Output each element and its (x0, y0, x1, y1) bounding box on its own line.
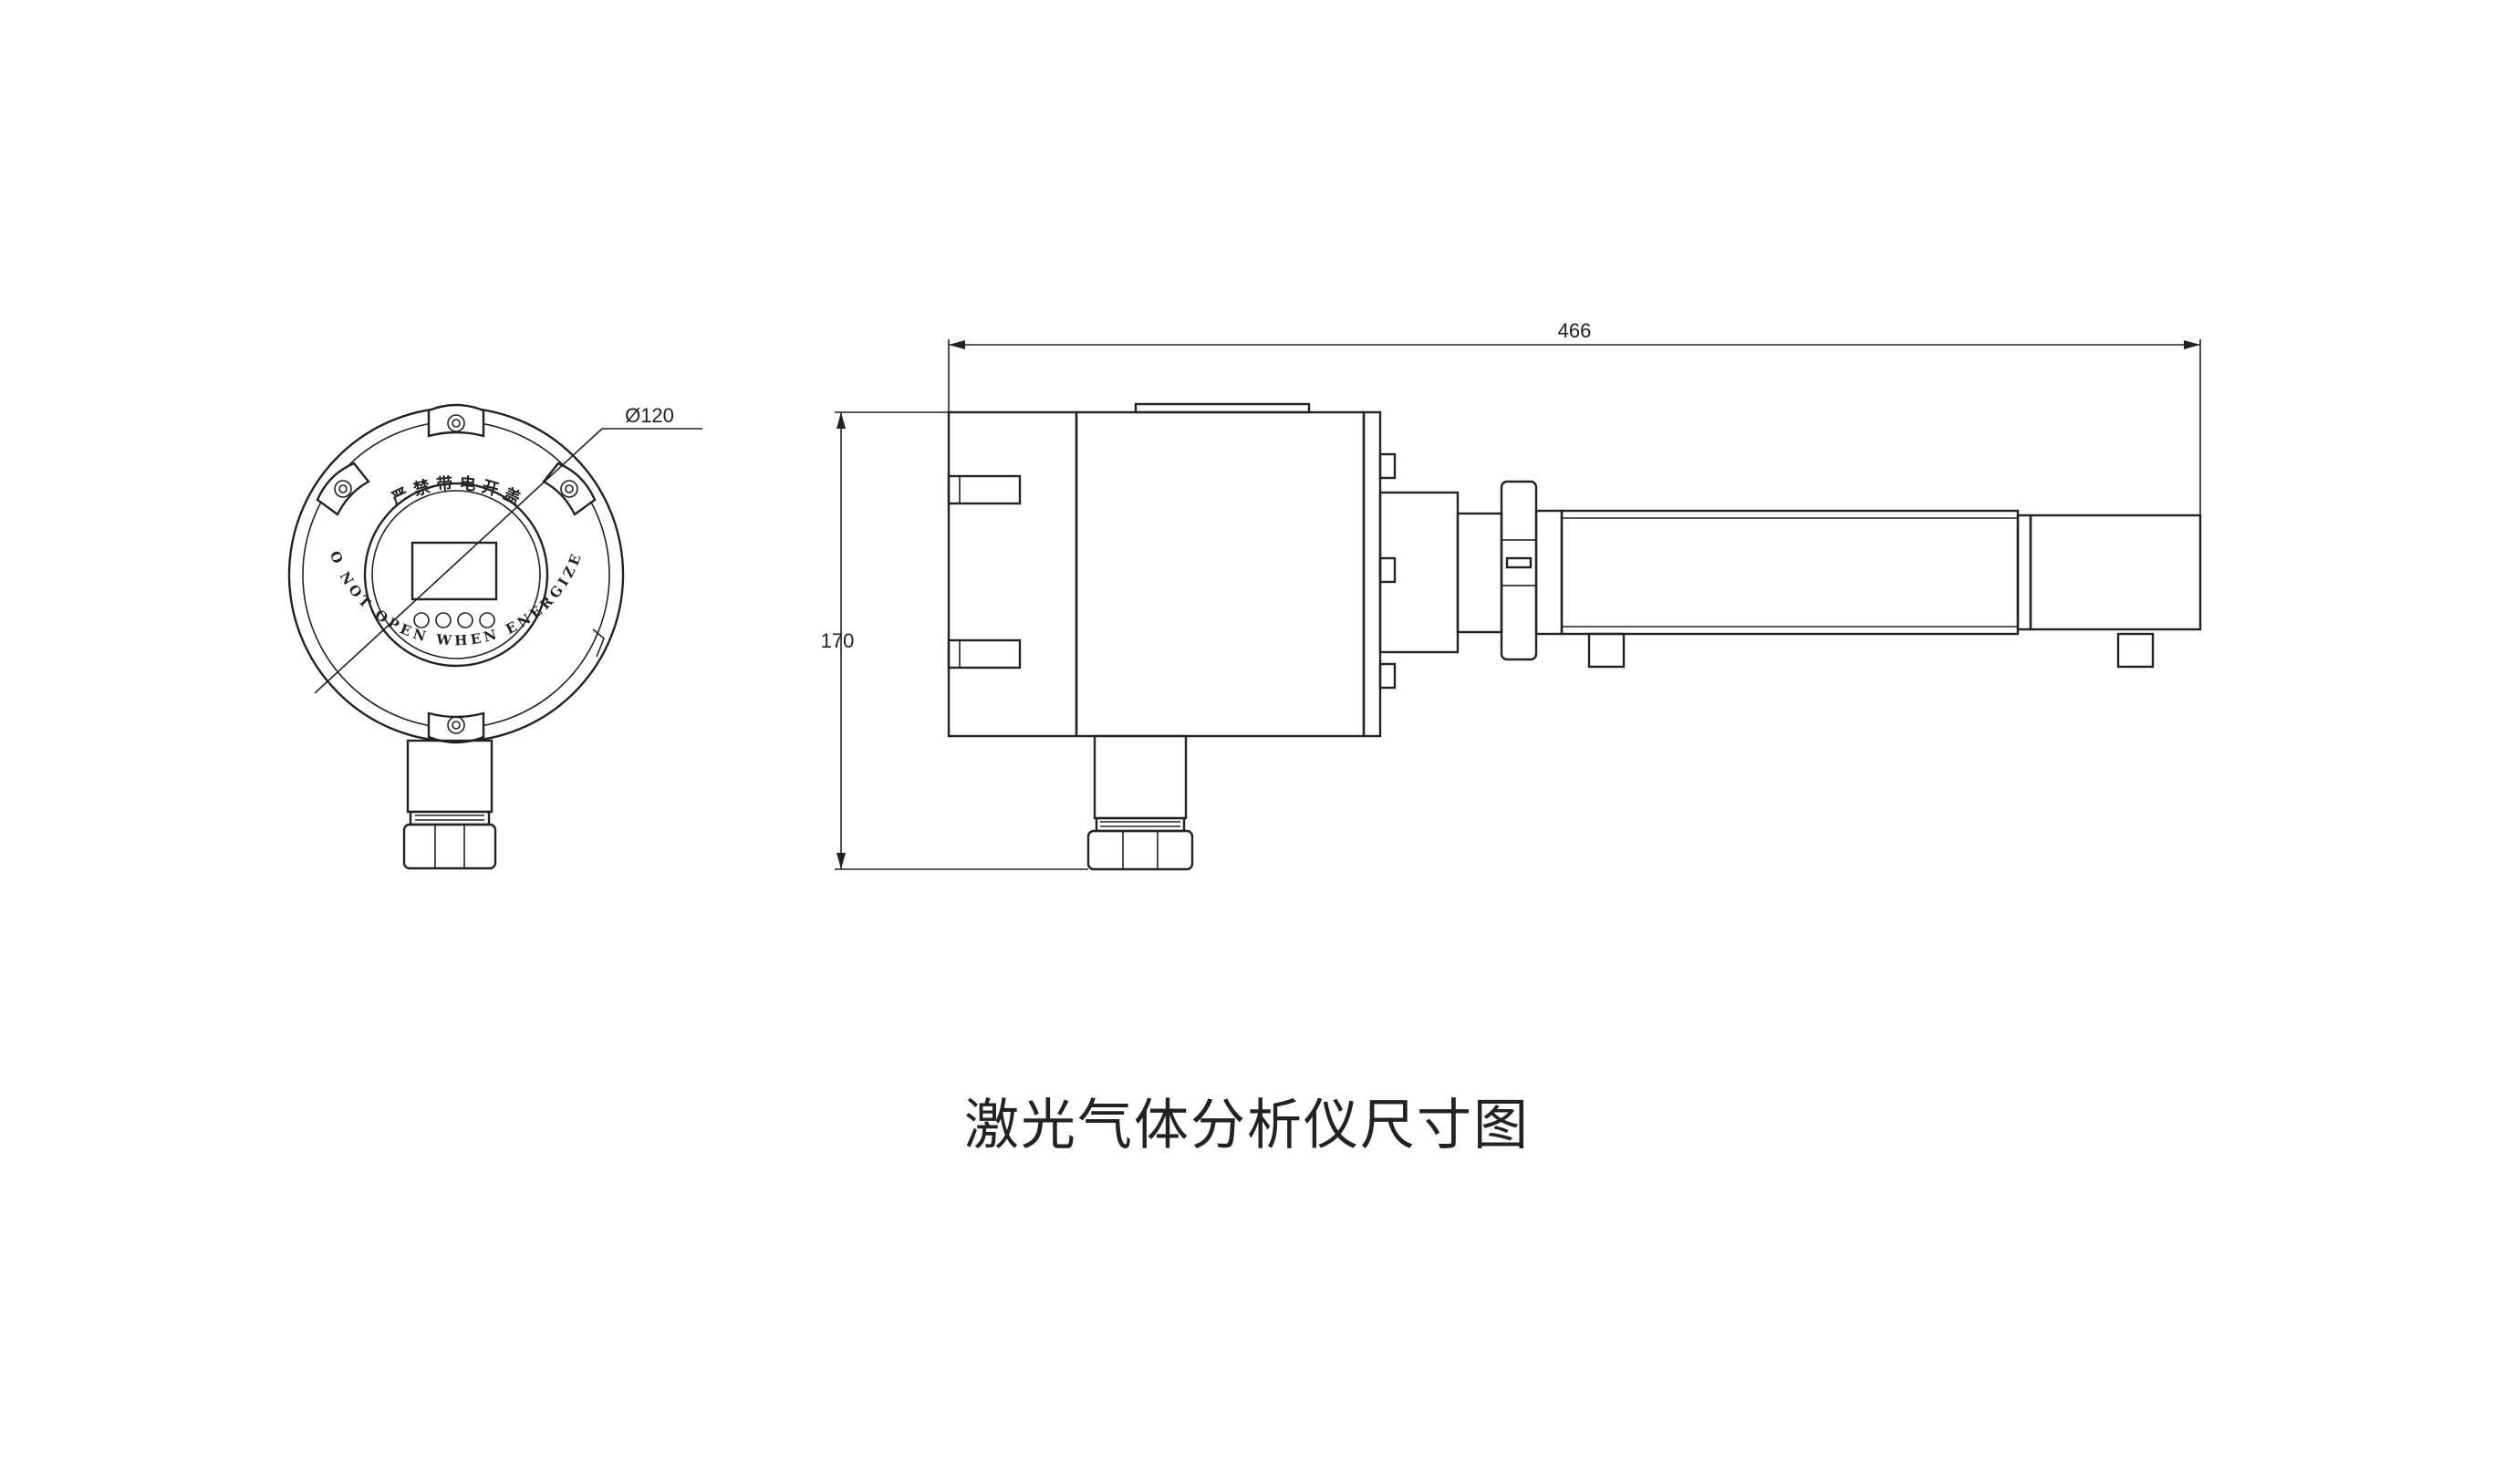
diameter-label: Ø120 (625, 404, 674, 427)
main-body (1075, 410, 1366, 738)
side-gland-nut (1086, 829, 1194, 871)
flange-bolt-3 (1378, 662, 1397, 690)
ring-warning-en-path: DO NOT OPEN WHEN ENERGIZED (0, 0, 582, 649)
bolt-boss-left (316, 462, 370, 516)
tube-foot-left (1587, 632, 1626, 669)
clamp-flange-2 (1534, 509, 1564, 636)
height-arrow-top (837, 412, 846, 429)
ring-warning-cn: 严 禁 带 电 开 盖 (389, 473, 524, 509)
rear-cap (947, 410, 1078, 738)
cover-window-inner (371, 490, 541, 659)
height-arrow-bottom (837, 853, 846, 869)
length-label: 466 (1558, 319, 1592, 342)
display-screen (410, 541, 498, 601)
gland-neck (406, 739, 494, 814)
adapter-block (1378, 491, 1460, 654)
clamp-flange (1500, 480, 1538, 661)
clamp-screw (1505, 556, 1533, 569)
probe-tube (1560, 509, 2020, 636)
button-icon-3 (457, 612, 473, 628)
flange-bolt-2 (1378, 556, 1397, 584)
nameplate-strip (1134, 402, 1311, 414)
side-tab (592, 628, 605, 658)
tube-foot-right (2116, 632, 2155, 669)
ring-warning-cn-path: 严 禁 带 电 开 盖 (389, 473, 524, 509)
drawing-caption: 激光气体分析仪尺寸图 (964, 1094, 1530, 1157)
rear-lug-bottom (947, 638, 1022, 669)
adapter-neck (1456, 512, 1503, 634)
probe-end-cap (2016, 514, 2032, 631)
bolt-boss-bottom (427, 711, 485, 744)
cover-window-outer (363, 482, 549, 668)
side-gland-neck (1093, 734, 1188, 820)
ring-warning-en: DO NOT OPEN WHEN ENERGIZED (0, 0, 586, 649)
length-arrow-left (949, 340, 965, 349)
front-view: 严 禁 带 电 开 盖 DO NOT OPEN WHEN ENERGIZED Ø… (0, 0, 702, 870)
front-flange (1362, 410, 1382, 738)
side-view: 466 170 (821, 319, 2202, 871)
gland-thread (409, 810, 491, 826)
probe-extension (2029, 514, 2202, 631)
height-label: 170 (821, 629, 855, 652)
diameter-leader-line (314, 428, 603, 694)
button-icon-1 (413, 612, 430, 628)
side-gland-thread (1095, 816, 1186, 833)
flange-bolt-1 (1378, 452, 1397, 480)
rear-lug-top (947, 474, 1022, 505)
bolt-boss-top (427, 403, 485, 438)
button-icon-4 (479, 612, 495, 628)
button-icon-2 (435, 612, 452, 628)
gland-nut (402, 823, 497, 870)
length-arrow-right (2184, 340, 2200, 349)
bolt-boss-right (542, 462, 597, 516)
